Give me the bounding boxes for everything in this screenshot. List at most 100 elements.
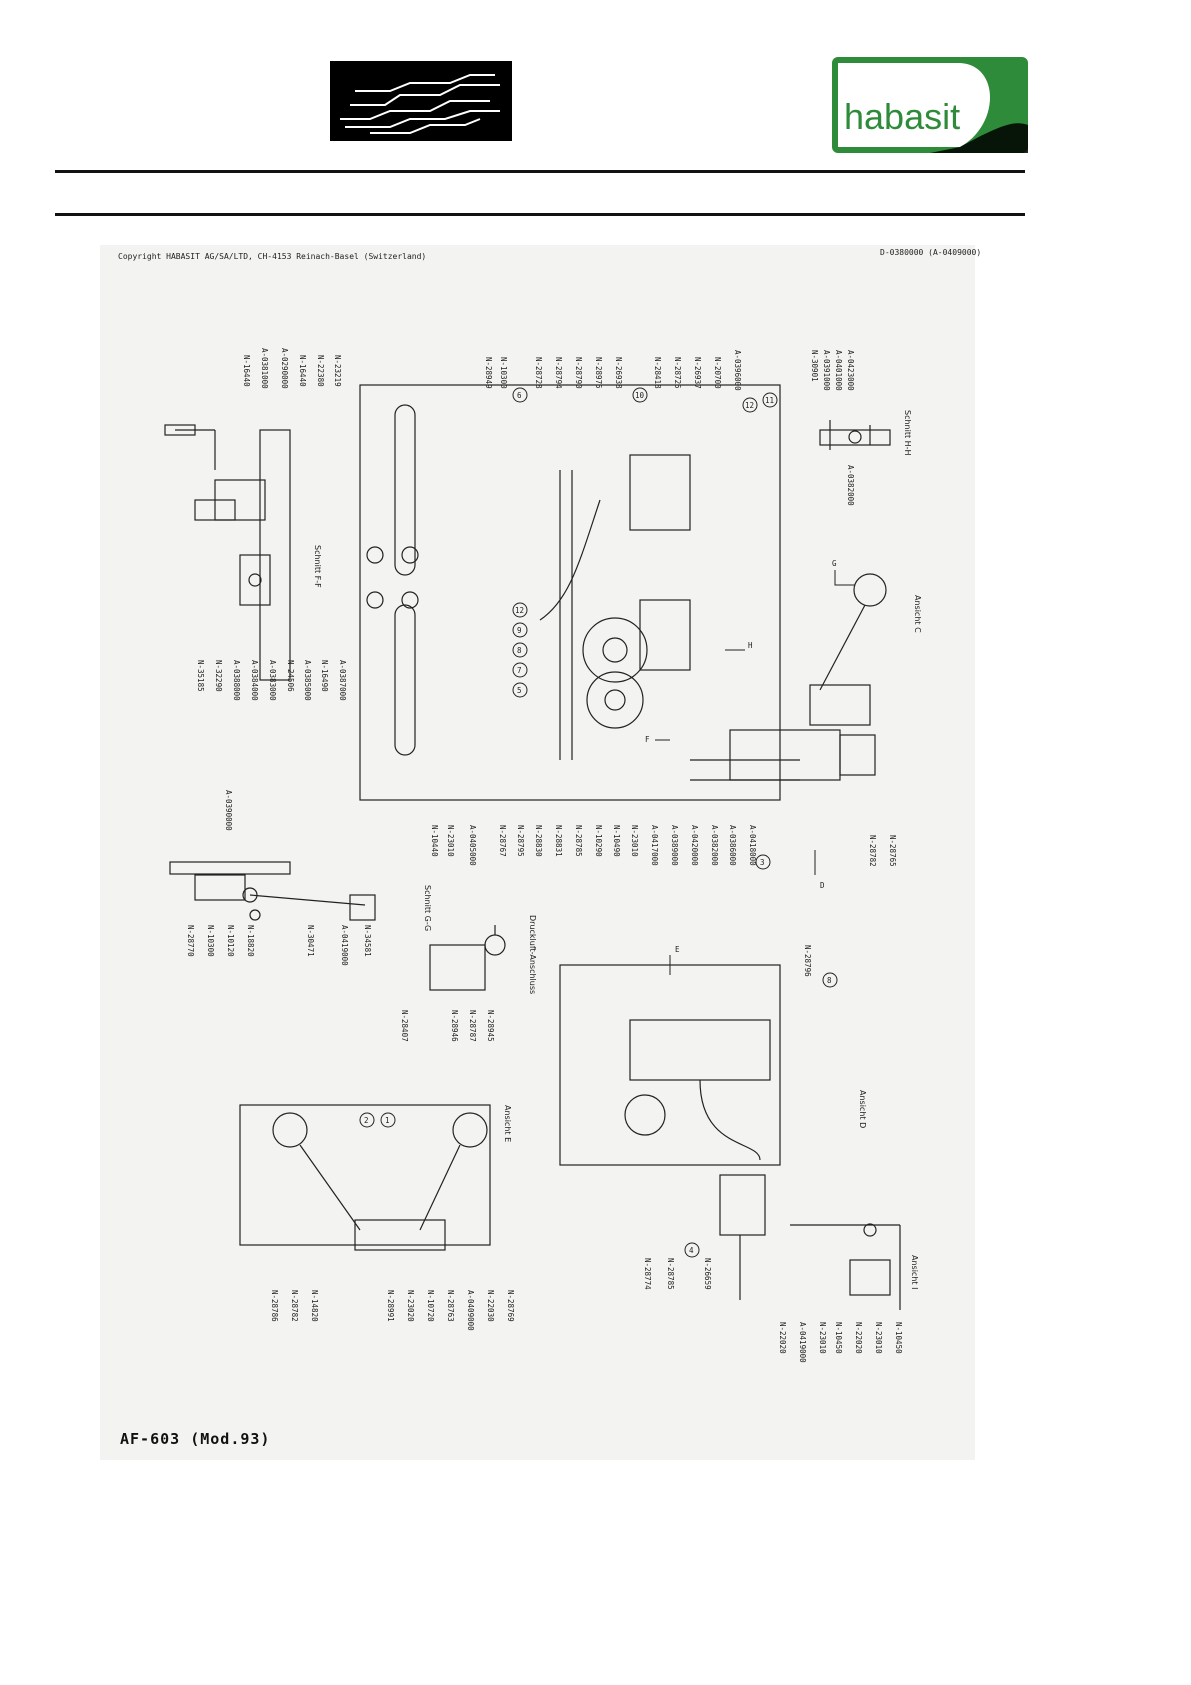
marker: 8 <box>517 646 522 655</box>
part-label: A-0382000 <box>710 825 719 866</box>
wheel-upper <box>582 617 648 683</box>
main-plate <box>359 384 781 801</box>
caption-schnitt-gg: Schnitt G-G <box>423 885 432 931</box>
labels-ff-left: N-23219 N-22380 N-16440 A-0290000 A-0381… <box>242 348 342 389</box>
part-label: N-28769 <box>506 1290 515 1322</box>
part-label: N-32290 <box>214 660 223 692</box>
marker: 12 <box>515 606 524 615</box>
header-rule-bottom <box>55 213 1025 216</box>
part-label: A-0409000 <box>466 1290 475 1331</box>
marker: 6 <box>517 391 522 400</box>
caption-ansicht-e: Ansicht E <box>503 1105 512 1142</box>
part-label: N-14820 <box>310 1290 319 1322</box>
marker: 10 <box>635 391 645 400</box>
part-label: N-28830 <box>534 825 543 857</box>
part-label: N-10300 <box>499 357 508 389</box>
part-label: N-28728 <box>534 357 543 389</box>
caption-schnitt-hh: Schnitt H-H <box>903 410 912 456</box>
part-label: N-26659 <box>703 1258 712 1290</box>
part-label: A-0383000 <box>268 660 277 701</box>
caption-schnitt-ff: Schnitt F-F <box>313 545 322 588</box>
labels-top: N-28949 N-10300 N-28728 N-28794 N-28790 … <box>484 350 742 391</box>
part-label: A-0391000 <box>822 350 831 391</box>
part-label: N-23010 <box>818 1322 827 1354</box>
part-label: N-24506 <box>286 660 295 692</box>
wheel-lower <box>586 671 644 729</box>
part-label: N-23020 <box>406 1290 415 1322</box>
part-label: N-28794 <box>554 357 563 389</box>
part-label: N-10450 <box>894 1322 903 1354</box>
caption-ansicht-c: Ansicht C <box>913 595 922 633</box>
caption-ansicht-d: Ansicht D <box>858 1090 867 1128</box>
marker: 2 <box>364 1116 369 1125</box>
part-label: A-0396000 <box>733 350 742 391</box>
labels-c-right: N-28782 N-28765 <box>868 835 897 867</box>
part-label: N-22380 <box>316 355 325 387</box>
marker: 9 <box>517 626 522 635</box>
part-label: A-0386000 <box>728 825 737 866</box>
habasit-logo-mark: habasit <box>832 57 1028 153</box>
part-label: A-0423000 <box>846 350 855 391</box>
marker: 11 <box>765 396 774 405</box>
part-label: N-16440 <box>298 355 307 387</box>
part-label: N-26937 <box>693 357 702 389</box>
marker: 4 <box>689 1246 694 1255</box>
part-label: N-23010 <box>446 825 455 857</box>
part-label: A-0419000 <box>798 1322 807 1363</box>
part-label: N-28790 <box>574 357 583 389</box>
arrow-label-g: G <box>832 559 837 568</box>
part-label: N-28946 <box>450 1010 459 1042</box>
part-label: N-16490 <box>320 660 329 692</box>
labels-gg: A-0390000 N-28770 N-10300 N-10120 N-1882… <box>186 790 372 966</box>
part-label: A-0419000 <box>340 925 349 966</box>
marker: 5 <box>517 686 522 695</box>
part-label: N-10300 <box>206 925 215 957</box>
part-label: A-0389000 <box>670 825 679 866</box>
part-label: N-28782 <box>868 835 877 867</box>
caption-ansicht-i: Ansicht I <box>910 1255 919 1289</box>
arrow-label-h: H <box>748 641 753 650</box>
part-label: A-0382000 <box>846 465 855 506</box>
part-label: A-0387000 <box>338 660 347 701</box>
part-label: A-0390000 <box>224 790 233 831</box>
part-label: A-0417000 <box>650 825 659 866</box>
drawing-number: D-0380000 (A-0409000) <box>880 248 982 257</box>
part-label: N-35185 <box>196 660 205 692</box>
part-label: N-28975 <box>594 357 603 389</box>
labels-e: N-28786 N-28782 N-14820 N-28991 N-23020 … <box>270 1290 515 1331</box>
part-label: N-23010 <box>874 1322 883 1354</box>
part-label: N-30471 <box>306 925 315 957</box>
labels-ff-right: A-0387000 N-16490 A-0385000 N-24506 A-03… <box>196 660 347 701</box>
arrow-label-f: F <box>645 735 650 744</box>
part-label: N-10120 <box>226 925 235 957</box>
part-label: N-22020 <box>778 1322 787 1354</box>
part-label: A-0381000 <box>260 348 269 389</box>
arrow-label-d: D <box>820 881 825 890</box>
habasit-logo-text: habasit <box>844 96 960 137</box>
header-rule-top <box>55 170 1025 173</box>
part-label: N-28991 <box>386 1290 395 1322</box>
part-label: A-0405000 <box>468 825 477 866</box>
part-label: N-28774 <box>643 1258 652 1290</box>
labels-d: N-28796 N-28774 N-28785 N-26659 <box>643 945 812 1290</box>
part-label: N-28945 <box>486 1010 495 1042</box>
marker: 3 <box>760 858 765 867</box>
copyright-text: Copyright HABASIT AG/SA/LTD, CH-4153 Rei… <box>118 252 427 261</box>
part-label: N-28796 <box>803 945 812 977</box>
part-label: N-28795 <box>516 825 525 857</box>
part-label: A-0388000 <box>232 660 241 701</box>
part-label: N-28949 <box>484 357 493 389</box>
part-label: N-18820 <box>246 925 255 957</box>
part-label: A-0290000 <box>280 348 289 389</box>
part-label: N-28765 <box>888 835 897 867</box>
part-label: N-20700 <box>713 357 722 389</box>
part-label: N-28418 <box>653 357 662 389</box>
section-arrows <box>655 570 855 975</box>
markers <box>359 387 838 1258</box>
part-label: N-26938 <box>614 357 623 389</box>
part-label: N-23219 <box>333 355 342 387</box>
part-label: N-10720 <box>426 1290 435 1322</box>
marker: 1 <box>385 1116 390 1125</box>
part-label: N-28786 <box>270 1290 279 1322</box>
